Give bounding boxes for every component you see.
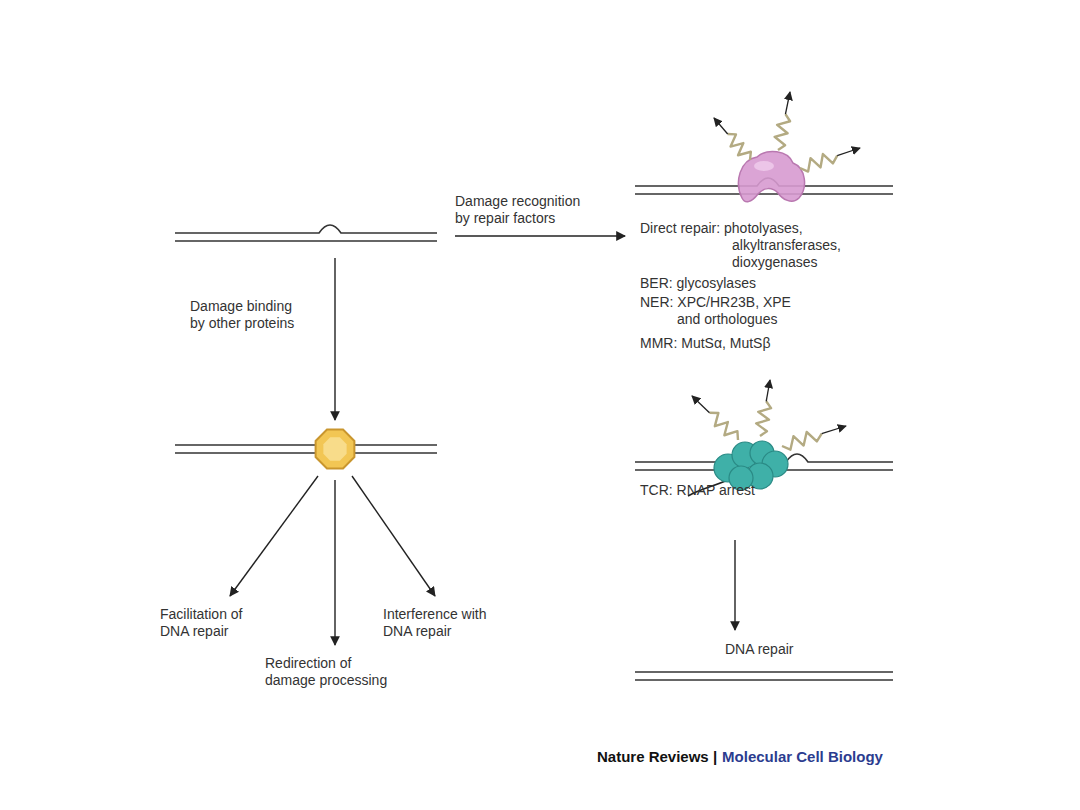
process-arrow: [734, 540, 735, 630]
radiation-arrow: [766, 380, 770, 401]
radiation-arrow: [714, 118, 728, 134]
process-arrow: [455, 235, 625, 236]
dna-strand: [175, 444, 437, 446]
process-arrow: [334, 258, 335, 420]
outcome-label: DNA repair: [725, 641, 845, 658]
process-arrow: [334, 480, 335, 645]
repair-factor-list: BER: glycosylases: [640, 275, 860, 292]
outcome-label: Redirection of damage processing: [265, 655, 390, 689]
process-arrow: [230, 476, 318, 596]
process-arrow: [352, 476, 435, 596]
dna-strand: [635, 679, 893, 681]
process-label: Damage recognition by repair factors: [455, 193, 587, 227]
outcome-label: Facilitation of DNA repair: [160, 606, 265, 640]
radiation-arrow: [785, 92, 790, 114]
radiation-zigzag: [728, 134, 751, 160]
radiation-arrow: [822, 426, 846, 434]
radiation-zigzag: [709, 413, 738, 440]
binding-protein-highlight: [323, 437, 346, 460]
source-credit: Nature Reviews |: [597, 748, 717, 766]
binding-protein: [316, 430, 355, 469]
process-label: Damage binding by other proteins: [190, 298, 302, 332]
dna-strand: [175, 240, 437, 242]
dna-strand: [635, 193, 893, 195]
radiation-zigzag: [800, 154, 837, 172]
process-label: TCR: RNAP arrest: [640, 482, 840, 499]
radiation-arrow: [837, 148, 860, 156]
dna-strand: [175, 225, 437, 233]
source-credit: Molecular Cell Biology: [722, 748, 883, 766]
repair-factor: [738, 151, 804, 201]
radiation-zigzag: [782, 432, 822, 450]
dna-strand: [175, 452, 437, 454]
outcome-label: Interference with DNA repair: [383, 606, 501, 640]
repair-factor-list: NER: XPC/HR23B, XPE and orthologues: [640, 294, 797, 328]
radiation-zigzag: [756, 401, 771, 436]
repair-factor-highlight: [754, 161, 774, 171]
dna-strand: [635, 671, 893, 673]
radiation-zigzag: [775, 114, 790, 150]
radiation-arrow: [692, 396, 709, 413]
repair-factor-list: Direct repair: photolyases, alkyltransfe…: [640, 220, 857, 271]
repair-factor-list: MMR: MutSα, MutSβ: [640, 335, 860, 352]
